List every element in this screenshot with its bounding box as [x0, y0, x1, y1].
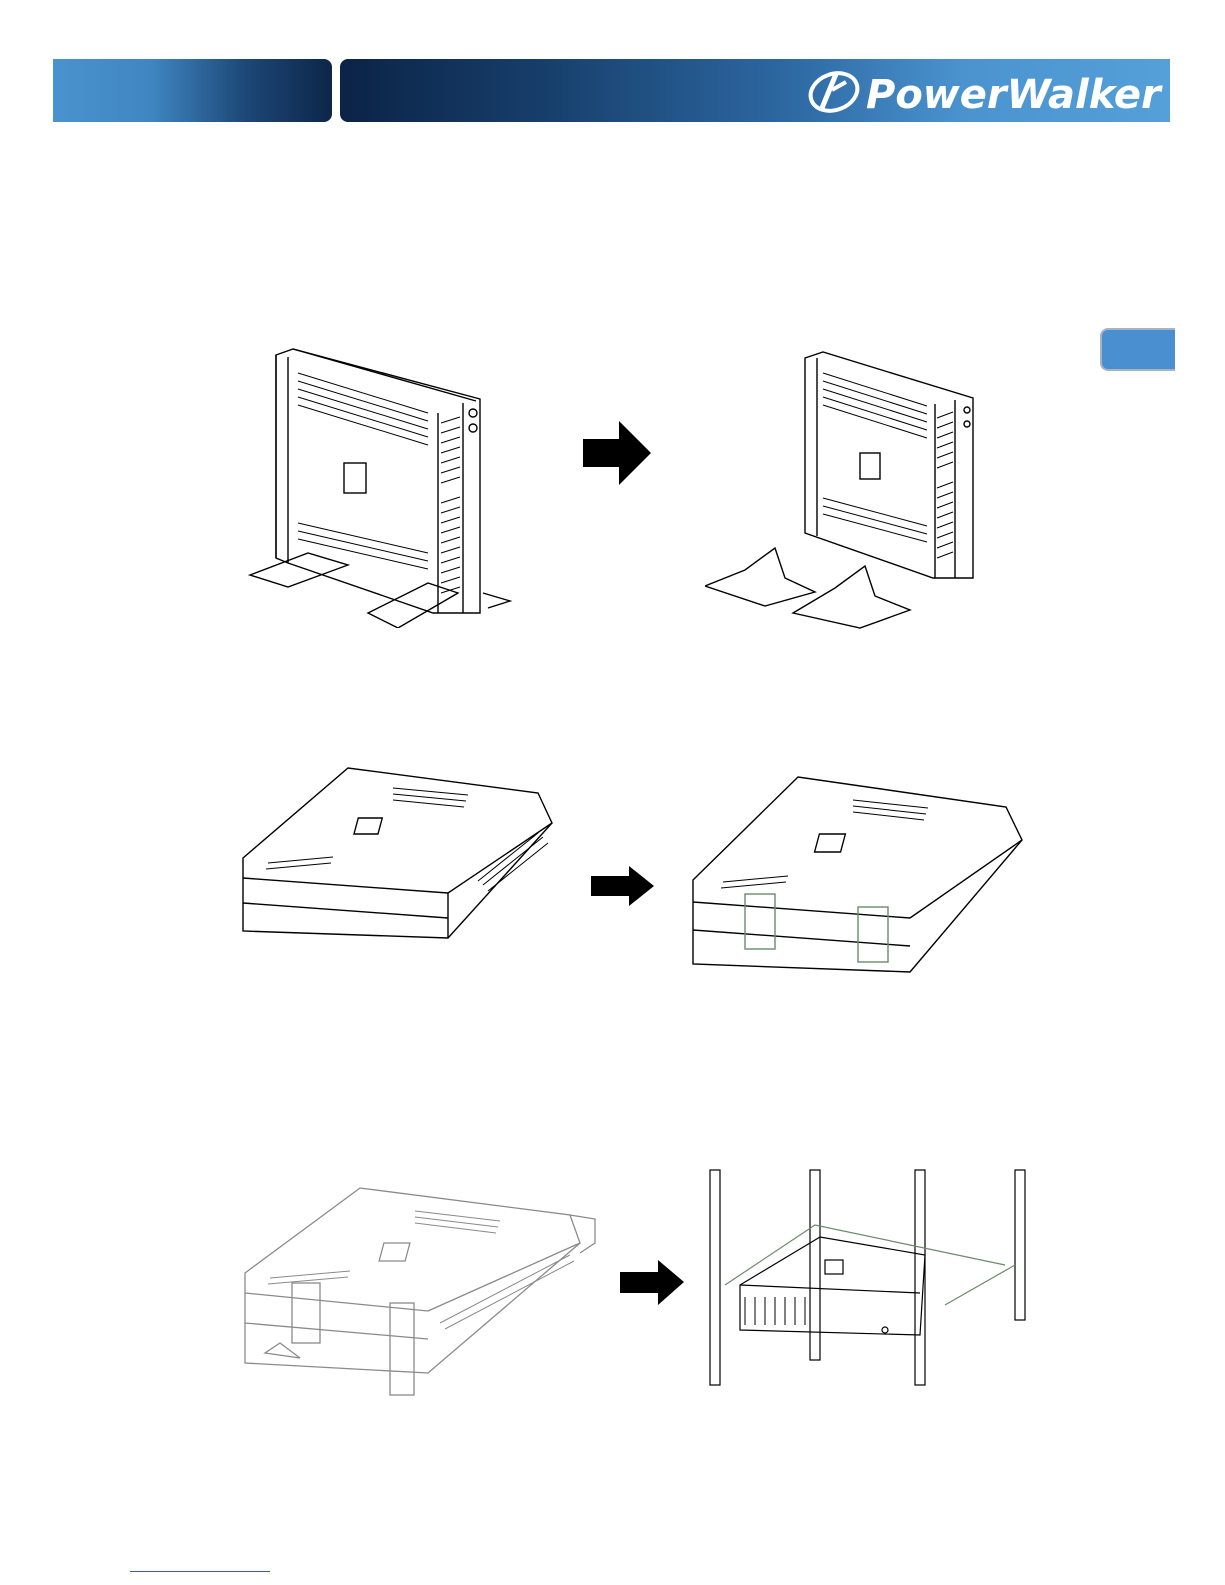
right-arrow-icon: [591, 866, 654, 906]
ups-rack-horizontal-figure: [238, 763, 556, 943]
right-arrow-icon: [583, 421, 651, 485]
tower-with-stands-figure: [248, 343, 513, 628]
ups-tower-icon: [705, 352, 973, 628]
ups-in-rack-figure: [705, 1165, 1030, 1390]
right-arrow-icon: [620, 1260, 684, 1305]
tower-stands-removed-figure: [705, 348, 980, 633]
ups-with-mount-ears-figure: [688, 772, 1028, 977]
brand-name: PowerWalker: [866, 72, 1163, 116]
ups-tower-icon: [250, 349, 510, 628]
header-banner-left: [53, 59, 332, 122]
ups-rack-icon: [693, 777, 1022, 972]
rack-rails-icon: [710, 1170, 1025, 1385]
ups-rack-icon: [740, 1237, 925, 1335]
ups-rack-icon: [243, 768, 552, 938]
powerwalker-logo: PowerWalker: [806, 68, 1166, 116]
footer-underline: [130, 1571, 270, 1572]
chapter-side-tab: [1100, 328, 1175, 371]
ups-rack-icon: [245, 1188, 595, 1395]
ups-with-rails-figure: [240, 1183, 602, 1398]
brand-emblem-icon: [806, 68, 863, 116]
